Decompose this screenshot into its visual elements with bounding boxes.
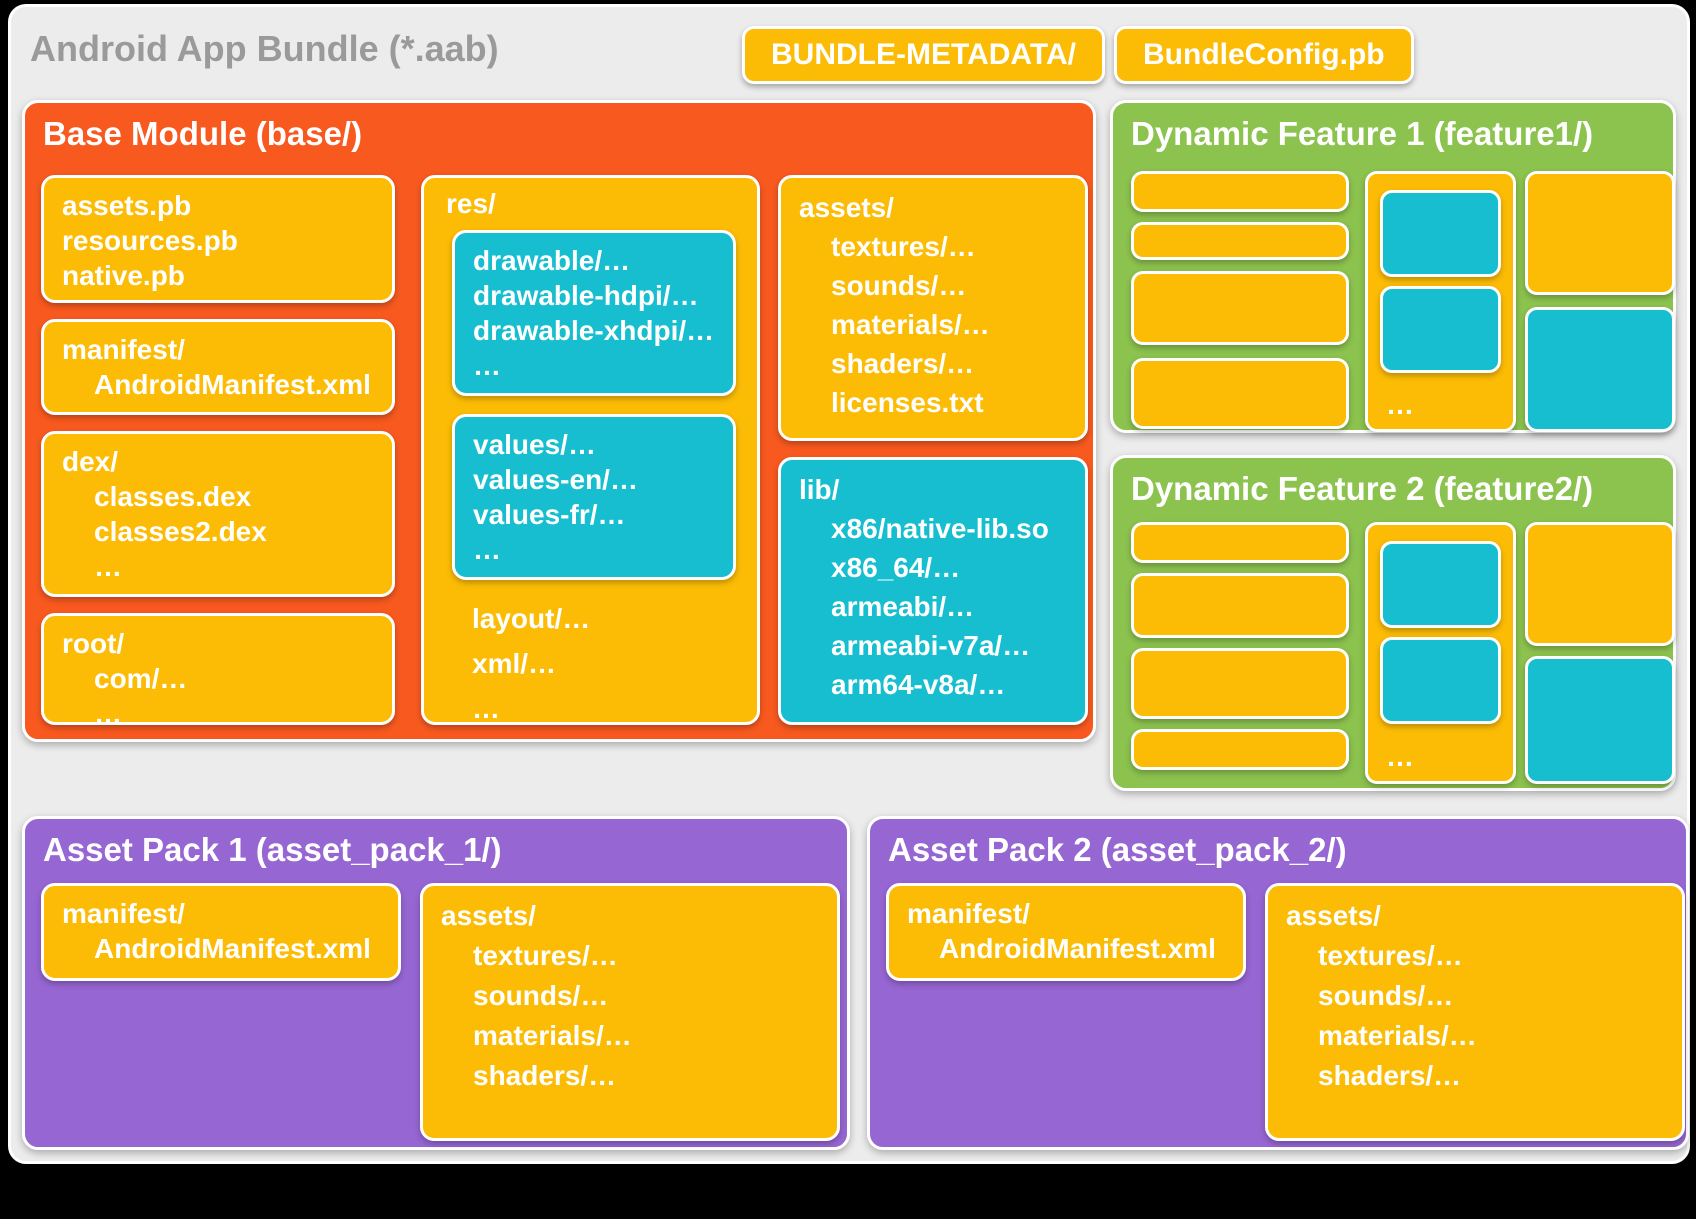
- file-entry: root/: [62, 628, 125, 659]
- asset-pack-1-title: Asset Pack 1 (asset_pack_1/): [43, 831, 502, 868]
- feature1-mini-box: [1525, 171, 1675, 295]
- file-entry: assets/: [441, 900, 536, 931]
- file-entry: textures/…: [1318, 940, 1463, 971]
- feature2-mini-box: [1380, 541, 1501, 628]
- root-box: root/com/… …: [41, 613, 395, 725]
- base-manifest-box: manifest/AndroidManifest.xml: [41, 319, 395, 415]
- file-entry: assets/: [1286, 900, 1381, 931]
- file-entry: armeabi-v7a/…: [831, 630, 1031, 661]
- res-label: res/: [446, 188, 496, 219]
- file-entry: sounds/…: [831, 270, 967, 301]
- file-entry: dex/: [62, 446, 119, 477]
- file-entry: values-fr/…: [473, 499, 626, 530]
- file-entry: classes.dex: [94, 481, 252, 512]
- feature2-mini-box: [1131, 729, 1349, 770]
- file-entry: native.pb: [62, 260, 185, 291]
- file-entry: drawable-xhdpi/…: [473, 315, 715, 346]
- asset-pack-2-section: Asset Pack 2 (asset_pack_2/) manifest/An…: [867, 816, 1689, 1150]
- dex-box: dex/classes.dex classes2.dex …: [41, 431, 395, 597]
- file-entry: arm64-v8a/…: [831, 669, 1006, 700]
- bundle-config-chip: BundleConfig.pb: [1114, 26, 1414, 84]
- feature2-mini-box: [1131, 573, 1349, 638]
- file-entry: materials/…: [473, 1020, 632, 1051]
- file-entry: classes2.dex: [94, 516, 267, 547]
- base-module-title: Base Module (base/): [43, 115, 363, 152]
- file-entry: AndroidManifest.xml: [94, 933, 371, 964]
- file-entry: manifest/: [62, 334, 185, 365]
- bundle-metadata-chip: BUNDLE-METADATA/: [742, 26, 1105, 84]
- dynamic-feature-2-title: Dynamic Feature 2 (feature2/): [1131, 470, 1594, 507]
- file-entry: assets.pb: [62, 190, 192, 221]
- file-entry: …: [473, 534, 501, 565]
- base-module-section: Base Module (base/) assets.pb resources.p…: [22, 100, 1096, 742]
- page-title: Android App Bundle (*.aab): [30, 28, 499, 69]
- feature1-mini-box: [1131, 358, 1349, 429]
- feature2-ellipsis: …: [1386, 741, 1414, 772]
- file-entry: xml/…: [472, 648, 557, 679]
- feature2-res-mini-box: …: [1365, 522, 1516, 784]
- base-assets-box: assets/textures/… sounds/… materials/… shad…: [778, 175, 1088, 441]
- feature2-mini-box: [1380, 637, 1501, 724]
- file-entry: …: [472, 693, 500, 724]
- feature1-mini-box: [1131, 171, 1349, 212]
- file-entry: values/…: [473, 429, 596, 460]
- file-entry: x86/native-lib.so: [831, 513, 1049, 544]
- file-entry: …: [473, 350, 501, 381]
- file-entry: values-en/…: [473, 464, 638, 495]
- file-entry: resources.pb: [62, 225, 238, 256]
- file-entry: sounds/…: [473, 980, 609, 1011]
- feature2-mini-box: [1131, 522, 1349, 563]
- drawable-box: drawable/… drawable-hdpi/… drawable-xhdpi/…: [452, 230, 736, 396]
- file-entry: drawable/…: [473, 245, 631, 276]
- feature1-res-mini-box: …: [1365, 171, 1516, 432]
- asset-pack-1-section: Asset Pack 1 (asset_pack_1/) manifest/An…: [22, 816, 850, 1150]
- file-entry: …: [94, 551, 122, 582]
- file-entry: com/…: [94, 663, 188, 694]
- values-box: values/… values-en/… values-fr/… …: [452, 414, 736, 580]
- feature1-mini-box: [1380, 190, 1501, 277]
- res-other-entries: layout/… xml/… …: [472, 596, 590, 731]
- dynamic-feature-1-section: Dynamic Feature 1 (feature1/) …: [1110, 100, 1676, 433]
- file-entry: lib/: [799, 474, 840, 505]
- file-entry: licenses.txt: [831, 387, 984, 418]
- feature2-mini-box: [1525, 522, 1675, 646]
- file-entry: textures/…: [473, 940, 618, 971]
- file-entry: shaders/…: [831, 348, 975, 379]
- file-entry: shaders/…: [1318, 1060, 1462, 1091]
- pb-files-box: assets.pb resources.pb native.pb: [41, 175, 395, 303]
- asset-pack-1-assets-box: assets/textures/… sounds/… materials/… shad…: [420, 883, 840, 1141]
- feature2-mini-box: [1525, 656, 1675, 784]
- feature1-mini-box: [1131, 222, 1349, 260]
- res-box: res/ drawable/… drawable-hdpi/… drawable-x…: [421, 175, 760, 725]
- feature1-mini-box: [1131, 271, 1349, 345]
- file-entry: manifest/: [62, 898, 185, 929]
- file-entry: AndroidManifest.xml: [939, 933, 1216, 964]
- file-entry: …: [94, 698, 122, 725]
- file-entry: materials/…: [831, 309, 990, 340]
- file-entry: assets/: [799, 192, 894, 223]
- file-entry: sounds/…: [1318, 980, 1454, 1011]
- file-entry: AndroidManifest.xml: [94, 369, 371, 400]
- feature1-mini-box: [1380, 286, 1501, 373]
- file-entry: textures/…: [831, 231, 976, 262]
- file-entry: shaders/…: [473, 1060, 617, 1091]
- feature1-mini-box: [1525, 307, 1675, 432]
- file-entry: armeabi/…: [831, 591, 975, 622]
- lib-box: lib/x86/native-lib.so x86_64/… armeabi/… ar…: [778, 457, 1088, 725]
- feature2-mini-box: [1131, 648, 1349, 719]
- dynamic-feature-2-section: Dynamic Feature 2 (feature2/) …: [1110, 455, 1676, 791]
- dynamic-feature-1-title: Dynamic Feature 1 (feature1/): [1131, 115, 1594, 152]
- asset-pack-2-assets-box: assets/textures/… sounds/… materials/… shad…: [1265, 883, 1685, 1141]
- asset-pack-2-title: Asset Pack 2 (asset_pack_2/): [888, 831, 1347, 868]
- file-entry: materials/…: [1318, 1020, 1477, 1051]
- feature1-ellipsis: …: [1386, 389, 1414, 420]
- file-entry: manifest/: [907, 898, 1030, 929]
- file-entry: layout/…: [472, 603, 591, 634]
- file-entry: x86_64/…: [831, 552, 961, 583]
- file-entry: drawable-hdpi/…: [473, 280, 699, 311]
- asset-pack-1-manifest-box: manifest/AndroidManifest.xml: [41, 883, 401, 981]
- asset-pack-2-manifest-box: manifest/AndroidManifest.xml: [886, 883, 1246, 981]
